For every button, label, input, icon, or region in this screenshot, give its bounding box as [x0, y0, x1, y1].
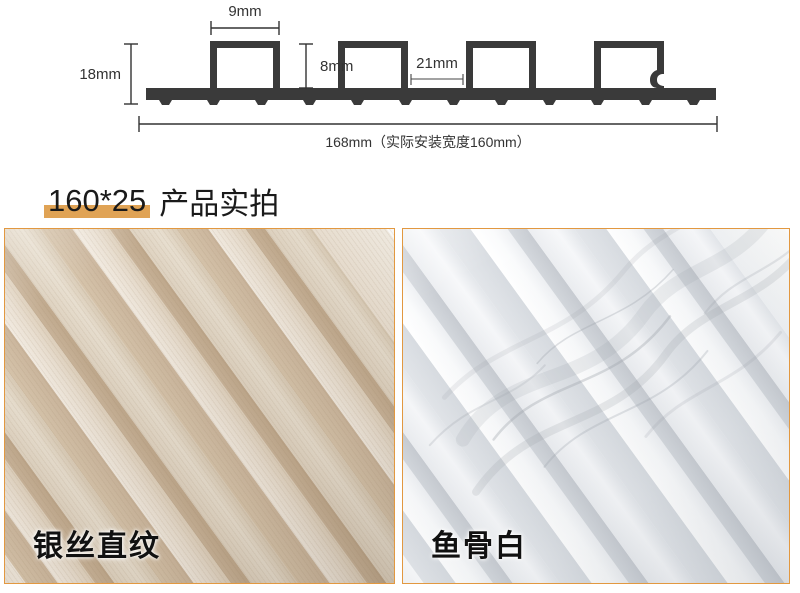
- dimension-rib-spacing: 21mm: [410, 55, 464, 85]
- heading-title-text: 产品实拍: [159, 187, 280, 222]
- dimension-total-height-label: 18mm: [79, 66, 121, 83]
- heading-highlight-bar: [44, 205, 151, 218]
- heading-code-wrapper: 160*25: [44, 183, 151, 219]
- dimension-rib-height: 8mm: [299, 43, 353, 89]
- dimension-rib-height-label: 8mm: [320, 58, 353, 75]
- dimension-total-width-label: 168mm（实际安装宽度160mm）: [325, 134, 530, 150]
- heading-size-code: 160*25: [48, 183, 147, 218]
- dimension-rib-spacing-label: 21mm: [416, 55, 458, 72]
- dimension-total-width: 168mm（实际安装宽度160mm）: [138, 116, 718, 150]
- photo-caption-fishbone-white: 鱼骨白: [431, 529, 527, 564]
- profile-shape: [146, 41, 716, 105]
- dimension-rib-width-label: 9mm: [228, 3, 261, 20]
- rib-cavities: [217, 48, 657, 88]
- section-heading: 160*25 产品实拍: [0, 176, 800, 226]
- photo-stage: 鱼骨白: [403, 229, 789, 583]
- photo-caption-silver-thread: 银丝直纹: [33, 529, 161, 564]
- dimension-rib-width: 9mm: [210, 3, 280, 35]
- photo-stage: 银丝直纹: [5, 229, 394, 583]
- dimension-total-height: 18mm: [79, 43, 138, 105]
- cross-section-diagram: 9mm 8mm 18mm 21mm: [0, 0, 800, 168]
- product-photo-card-silver-thread[interactable]: 银丝直纹: [4, 228, 395, 584]
- product-photo-card-fishbone-white[interactable]: 鱼骨白: [402, 228, 790, 584]
- cross-section-svg: 9mm 8mm 18mm 21mm: [79, 3, 718, 150]
